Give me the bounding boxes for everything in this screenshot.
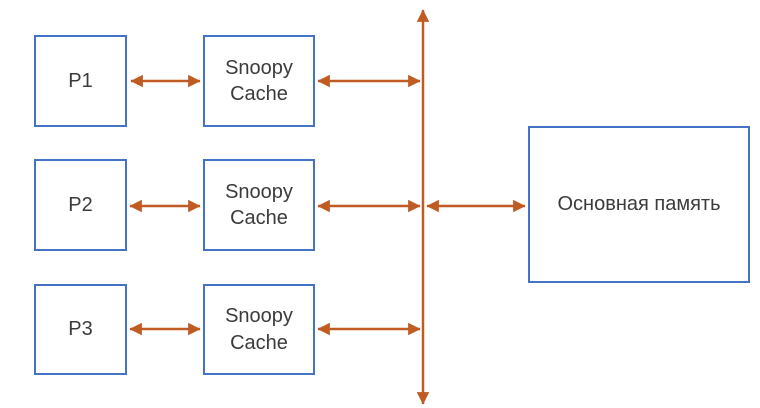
node-snoopy-cache-2-label: Snoopy Cache	[225, 180, 293, 229]
node-p2: P2	[34, 159, 127, 251]
node-snoopy-cache-2: Snoopy Cache	[203, 159, 315, 251]
node-snoopy-cache-3-label: Snoopy Cache	[225, 305, 293, 354]
node-main-memory-label: Основная память	[557, 193, 721, 216]
node-snoopy-cache-1: Snoopy Cache	[203, 35, 315, 127]
node-p2-label: P2	[68, 193, 93, 216]
node-p3: P3	[34, 284, 127, 375]
node-main-memory: Основная память	[528, 126, 750, 283]
node-p3-label: P3	[68, 318, 93, 341]
node-snoopy-cache-3: Snoopy Cache	[203, 284, 315, 375]
node-snoopy-cache-1-label: Snoopy Cache	[225, 56, 293, 105]
node-p1: P1	[34, 35, 127, 127]
node-p1-label: P1	[68, 69, 93, 92]
